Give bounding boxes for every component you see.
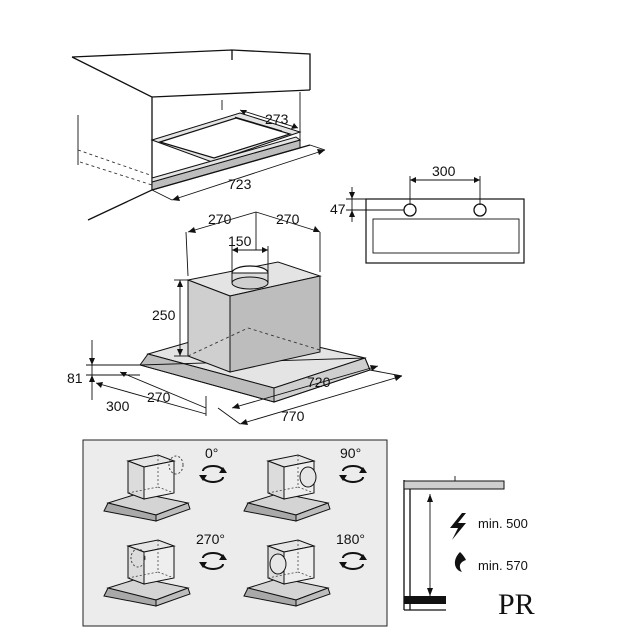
rotation-0-label: 0° <box>205 445 218 461</box>
flame-icon <box>454 552 466 572</box>
electric-clearance-label: min. 500 <box>478 516 528 531</box>
mount-height-label: 47 <box>330 201 346 217</box>
gas-clearance-label: min. 570 <box>478 558 528 573</box>
lightning-icon <box>450 513 466 540</box>
hood-drawing: 270 270 150 250 81 300 270 <box>67 211 403 425</box>
total-width-label: 770 <box>281 408 305 424</box>
rotation-90-module <box>243 454 331 522</box>
rotation-180-label: 180° <box>336 531 365 547</box>
rotation-panel: 0° 90° 270° 180° <box>82 439 388 627</box>
rotation-270-label: 270° <box>196 531 225 547</box>
outlet-diameter-label: 150 <box>228 233 252 249</box>
rotation-180-module <box>243 539 331 607</box>
hole-spacing-label: 300 <box>432 163 456 179</box>
rotation-270-module <box>103 539 191 607</box>
brand-logo: PR <box>498 588 535 621</box>
top-left-depth-label: 270 <box>208 211 232 227</box>
side-300-label: 300 <box>106 398 130 414</box>
mounting-plate-drawing: 300 47 <box>330 163 525 264</box>
cabinet-drawing: 273 723 <box>71 49 326 221</box>
front-height-label: 81 <box>67 370 83 386</box>
cabinet-depth-label: 273 <box>265 111 289 127</box>
top-right-depth-label: 270 <box>276 211 300 227</box>
clearance-drawing: min. 500 min. 570 PR <box>403 476 590 632</box>
side-270-label: 270 <box>147 389 171 405</box>
rotation-0-module <box>103 454 191 522</box>
rotation-90-label: 90° <box>340 445 361 461</box>
cabinet-width-label: 723 <box>228 176 252 192</box>
chimney-height-label: 250 <box>152 307 176 323</box>
inner-width-label: 720 <box>307 374 331 390</box>
